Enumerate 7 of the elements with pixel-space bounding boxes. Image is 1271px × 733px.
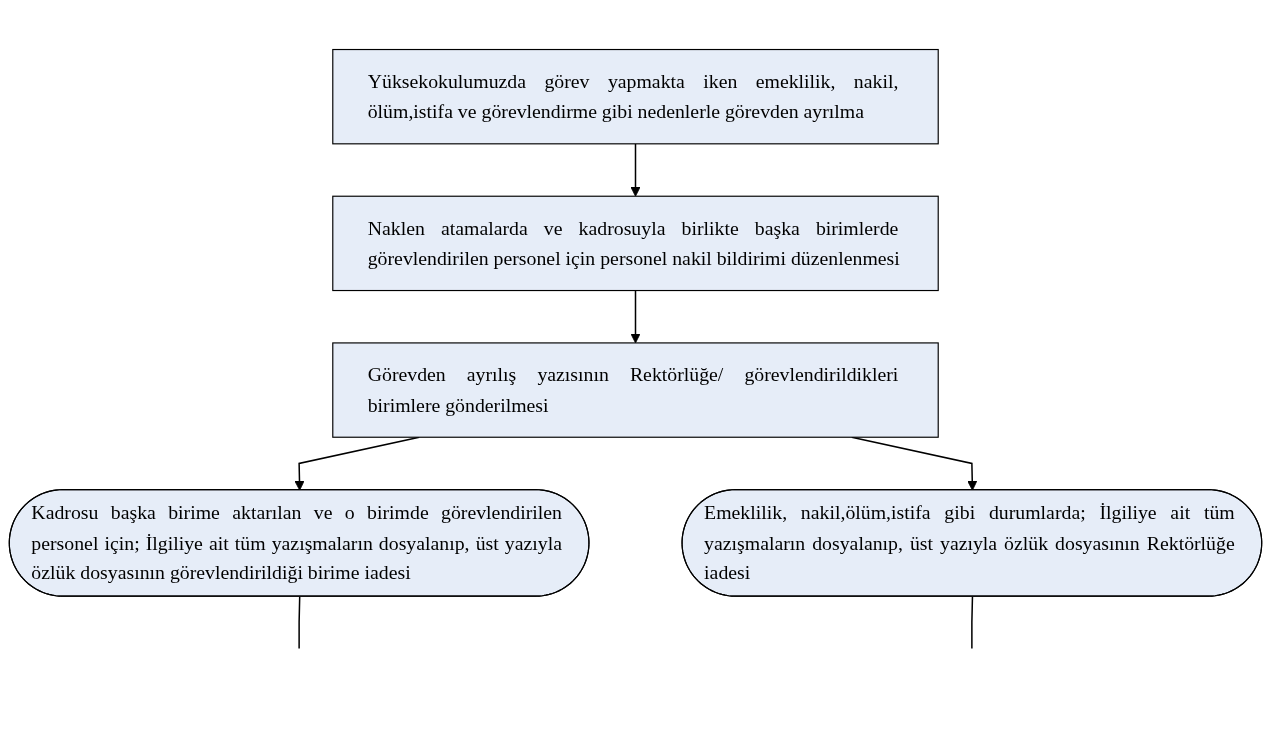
node-box: Naklen atamalarda ve kadrosuyla birlikte başka birimlerde görevlendirilen personel için personel nakil bildirimi düzenlenmesi bbox=[332, 195, 939, 292]
node-box: Yüksekokulumuzda görev yapmakta iken emeklilik, nakil, ölüm,istifa ve görevlendirme gibi nedenlerle görevden ayrılma bbox=[332, 48, 939, 145]
connector bbox=[971, 596, 974, 650]
node-box: Görevden ayrılış yazısının Rektörlüğe/ görevlendirildikleri birimlere gönderilmesi bbox=[332, 342, 939, 438]
arrow bbox=[630, 143, 641, 197]
connector bbox=[298, 596, 301, 650]
arrow bbox=[630, 289, 641, 344]
